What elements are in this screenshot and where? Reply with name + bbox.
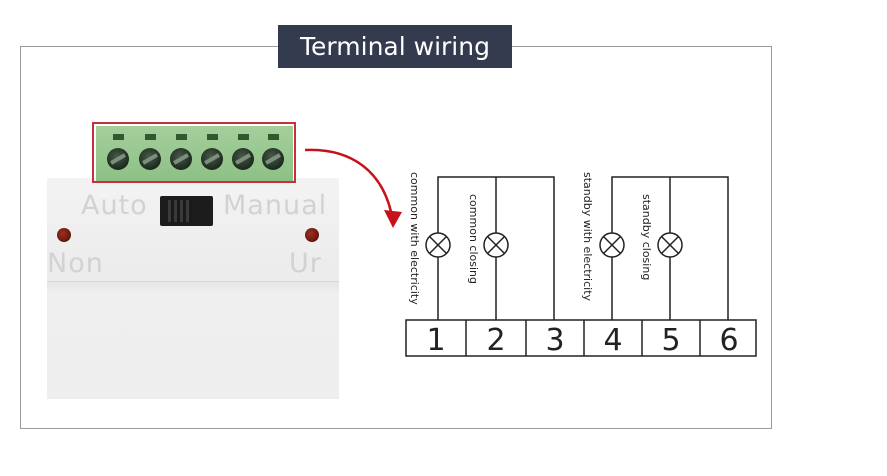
lamp-icon (483, 232, 509, 258)
terminal-block (96, 126, 293, 181)
terminal-number-2: 2 (486, 323, 505, 358)
title-text: Terminal wiring (300, 32, 490, 61)
terminal-screw (232, 148, 254, 170)
lamp-label-common-closing: common closing (467, 194, 480, 284)
terminal-slot (145, 134, 156, 140)
terminal-screw (107, 148, 129, 170)
terminal-number-1: 1 (426, 323, 445, 358)
switch-knob[interactable] (168, 200, 192, 222)
right-indicator-led (305, 228, 319, 242)
right-indicator-label: Ur (289, 248, 322, 279)
auto-label: Auto (81, 190, 148, 221)
lamp-icon (657, 232, 683, 258)
terminal-number-6: 6 (719, 323, 738, 358)
terminal-slot (113, 134, 124, 140)
terminal-slot (268, 134, 279, 140)
arrow-icon (304, 148, 395, 223)
auto-manual-switch[interactable] (160, 196, 213, 226)
terminal-screw (139, 148, 161, 170)
terminal-number-3: 3 (545, 323, 564, 358)
terminal-screw (170, 148, 192, 170)
device-photo: Auto Manual Non Ur (47, 178, 339, 399)
left-indicator-led (57, 228, 71, 242)
terminal-number-4: 4 (603, 323, 622, 358)
terminal-screw (262, 148, 284, 170)
device-lower-housing (47, 281, 339, 399)
arrowhead-icon (384, 210, 402, 228)
lamp-label-standby-closing: standby closing (640, 194, 653, 280)
terminal-slot (238, 134, 249, 140)
terminal-strip (405, 319, 757, 357)
lamp-icon (425, 232, 451, 258)
lamp-icon (599, 232, 625, 258)
terminal-slot (176, 134, 187, 140)
lamp-label-standby-with-electricity: standby with electricity (581, 172, 594, 302)
left-indicator-label: Non (47, 248, 104, 279)
terminal-slot (207, 134, 218, 140)
lamp-label-common-with-electricity: common with electricity (408, 172, 421, 305)
manual-label: Manual (223, 190, 328, 221)
terminal-screw (201, 148, 223, 170)
terminal-number-5: 5 (661, 323, 680, 358)
terminal-highlight-box (92, 122, 296, 183)
title-banner: Terminal wiring (278, 25, 512, 68)
